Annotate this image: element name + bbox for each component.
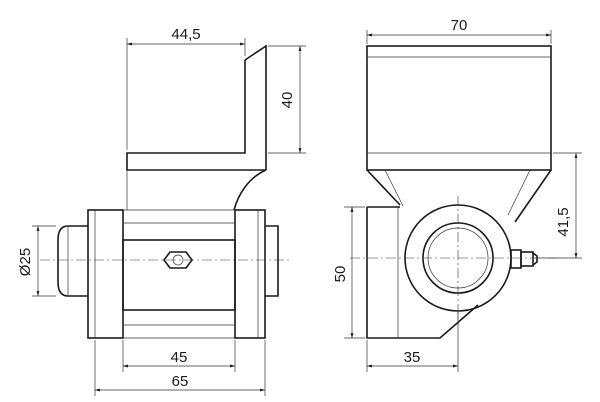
grease-nipple-side bbox=[510, 249, 538, 269]
pin-stub-left bbox=[57, 225, 88, 297]
housing-left-block bbox=[87, 209, 124, 339]
bracket-inner-edge bbox=[126, 60, 266, 171]
dim-inner-width: 45 bbox=[171, 349, 188, 366]
housing-center bbox=[122, 239, 236, 311]
dim-side-bottom: 35 bbox=[404, 349, 421, 366]
bracket-fillet bbox=[233, 169, 267, 211]
dim-overall-width: 65 bbox=[172, 373, 189, 390]
housing-right-block bbox=[234, 209, 266, 339]
dim-side-width: 70 bbox=[451, 17, 468, 34]
dim-side-height-right: 41,5 bbox=[555, 207, 572, 236]
side-lower-block bbox=[366, 206, 479, 339]
side-view: 70 41,5 50 35 bbox=[332, 17, 582, 372]
side-web bbox=[366, 169, 552, 223]
pin-stub-right bbox=[265, 225, 279, 297]
bracket-vertical-plate bbox=[244, 44, 267, 170]
dim-front-width-top: 44,5 bbox=[171, 26, 200, 43]
side-top-plate bbox=[366, 45, 552, 171]
dim-front-height-top: 40 bbox=[279, 92, 296, 109]
side-web-inner bbox=[384, 169, 531, 216]
front-view: 44,5 40 Ø25 45 65 bbox=[17, 26, 306, 396]
dim-diameter: Ø25 bbox=[17, 248, 34, 276]
dim-side-height-left: 50 bbox=[332, 266, 349, 283]
